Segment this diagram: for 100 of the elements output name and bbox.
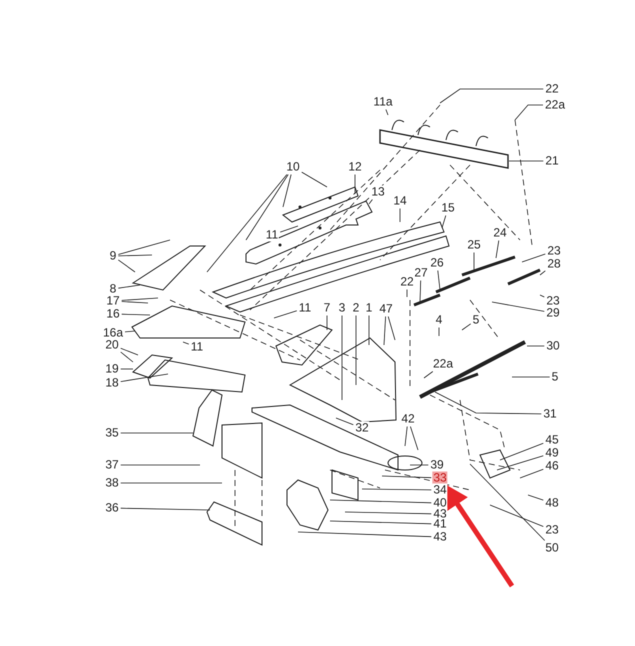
leader-line bbox=[420, 280, 422, 302]
leader-line bbox=[120, 352, 134, 362]
callout-number: 5 bbox=[550, 370, 560, 384]
leader-line bbox=[437, 270, 440, 290]
callout-number: 29 bbox=[545, 306, 561, 320]
leader-line bbox=[120, 374, 168, 382]
callout-number: 22 bbox=[544, 82, 560, 96]
callout-number: 35 bbox=[104, 426, 120, 440]
leader-line bbox=[368, 315, 370, 346]
leader-line bbox=[330, 520, 432, 524]
leader-line bbox=[206, 174, 288, 272]
callout-number: 18 bbox=[104, 376, 120, 390]
callout-number: 16 bbox=[105, 308, 121, 320]
callout-number: 26 bbox=[429, 256, 445, 270]
leader-line bbox=[384, 316, 386, 346]
leader-line bbox=[301, 172, 328, 188]
callout-number: 28 bbox=[546, 258, 562, 270]
callout-number: 17 bbox=[105, 294, 121, 308]
callout-number: 33 bbox=[432, 472, 448, 484]
leader-line bbox=[434, 392, 542, 414]
leader-line bbox=[410, 464, 429, 466]
callout-number: 32 bbox=[354, 422, 370, 434]
leader-line bbox=[404, 426, 408, 446]
leader-line bbox=[462, 323, 472, 330]
leader-line bbox=[120, 368, 134, 370]
leader-line bbox=[362, 488, 432, 490]
leader-line bbox=[522, 254, 546, 262]
callout-number: 5 bbox=[472, 314, 480, 326]
callout-number: 50 bbox=[544, 542, 560, 554]
callout-number: 45 bbox=[544, 434, 560, 446]
callout-number: 11a bbox=[372, 96, 394, 108]
leader-line bbox=[120, 482, 222, 484]
callout-number: 25 bbox=[466, 238, 482, 252]
callout-number: 1 bbox=[364, 302, 374, 314]
leader-line bbox=[354, 174, 356, 194]
callout-number: 16a bbox=[102, 326, 124, 340]
leader-line bbox=[118, 260, 136, 272]
leader-line bbox=[118, 240, 170, 255]
callout-number: 23 bbox=[544, 524, 560, 536]
callout-number: 3 bbox=[338, 302, 346, 314]
leader-line bbox=[442, 215, 446, 228]
leader-line bbox=[282, 174, 292, 208]
callout-number: 22 bbox=[399, 276, 415, 288]
callout-number: 21 bbox=[544, 154, 560, 168]
callout-number: 7 bbox=[322, 302, 332, 314]
leader-line bbox=[492, 302, 545, 312]
leader-line bbox=[120, 464, 200, 466]
leader-line bbox=[280, 226, 298, 232]
callout-number: 42 bbox=[400, 412, 416, 426]
callout-number: 36 bbox=[104, 502, 120, 514]
leader-line bbox=[496, 455, 544, 470]
leader-line bbox=[336, 418, 354, 426]
leader-line bbox=[121, 298, 158, 301]
leader-line bbox=[512, 376, 550, 378]
leader-line bbox=[368, 199, 373, 204]
callout-number: 38 bbox=[104, 476, 120, 490]
leader-line bbox=[120, 432, 194, 434]
callout-number: 8 bbox=[108, 282, 118, 296]
leader-line bbox=[274, 310, 298, 318]
callout-number: 11 bbox=[298, 302, 312, 314]
leader-line bbox=[440, 88, 544, 104]
callout-number: 46 bbox=[544, 460, 560, 472]
leader-line bbox=[121, 314, 150, 316]
callout-number: 23 bbox=[546, 244, 562, 258]
leader-line bbox=[514, 104, 544, 120]
callout-number: 11 bbox=[264, 228, 280, 242]
leader-line bbox=[382, 476, 432, 478]
callout-number: 39 bbox=[429, 458, 445, 472]
callout-number: 15 bbox=[440, 202, 456, 214]
callout-number: 12 bbox=[347, 160, 363, 174]
callout-number: 49 bbox=[544, 446, 560, 460]
leader-line bbox=[490, 504, 544, 527]
callout-number: 4 bbox=[434, 314, 444, 326]
leader-line bbox=[246, 174, 289, 240]
callout-number: 41 bbox=[432, 518, 448, 530]
leader-line bbox=[540, 270, 546, 276]
leader-line bbox=[182, 342, 190, 344]
callout-number: 9 bbox=[108, 250, 118, 262]
leader-line bbox=[540, 294, 545, 298]
leader-line bbox=[500, 442, 544, 460]
callout-number: 11 bbox=[190, 340, 204, 354]
leader-line bbox=[326, 315, 328, 330]
leader-line bbox=[344, 512, 432, 514]
leader-line bbox=[438, 327, 440, 336]
leader-line bbox=[520, 468, 544, 478]
leader-line bbox=[330, 500, 432, 504]
leader-line bbox=[120, 348, 138, 356]
callout-number: 30 bbox=[545, 340, 561, 352]
callout-number: 23 bbox=[545, 294, 561, 308]
leader-line bbox=[496, 240, 500, 258]
leader-line bbox=[528, 494, 544, 500]
callout-number: 37 bbox=[104, 458, 120, 472]
leader-line bbox=[406, 289, 408, 298]
leader-line bbox=[386, 109, 388, 116]
leader-line bbox=[124, 330, 136, 332]
callout-number: 48 bbox=[544, 496, 560, 510]
leader-line bbox=[118, 284, 140, 289]
leader-line bbox=[120, 508, 210, 510]
callout-number: 22a bbox=[544, 98, 566, 112]
callout-number: 47 bbox=[378, 302, 394, 316]
